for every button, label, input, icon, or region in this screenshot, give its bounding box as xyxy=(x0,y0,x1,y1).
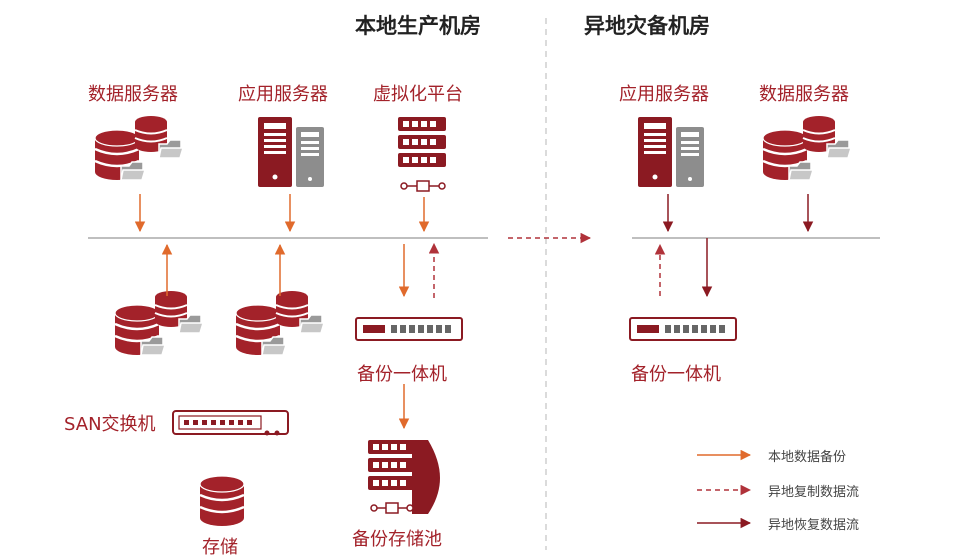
local-backup-appliance-icon xyxy=(355,317,463,341)
local-section-title: 本地生产机房 xyxy=(355,14,481,38)
virtualization-platform-icon xyxy=(398,117,446,192)
local-data-server-label: 数据服务器 xyxy=(88,84,178,105)
remote-section-title: 异地灾备机房 xyxy=(584,14,710,38)
storage-icon xyxy=(198,474,246,528)
virt-platform-label: 虚拟化平台 xyxy=(373,84,463,105)
remote-data-server-icon xyxy=(763,116,851,180)
storage-db-icon-2 xyxy=(236,291,324,355)
san-switch-icon xyxy=(172,410,289,436)
backup-pool-icon xyxy=(368,440,440,514)
local-app-server-label: 应用服务器 xyxy=(238,84,328,105)
remote-app-server-label: 应用服务器 xyxy=(619,84,709,105)
local-data-server-icon xyxy=(95,116,183,180)
remote-data-server-label: 数据服务器 xyxy=(759,84,849,105)
legend-restore-label: 异地恢复数据流 xyxy=(768,518,860,533)
local-app-server-icon xyxy=(258,117,324,187)
remote-backup-appliance-icon xyxy=(629,317,737,341)
remote-app-server-icon xyxy=(638,117,704,187)
legend-local-backup-label: 本地数据备份 xyxy=(768,450,847,465)
storage-db-icon-1 xyxy=(115,291,203,355)
backup-pool-label: 备份存储池 xyxy=(352,529,442,550)
local-backup-appliance-label: 备份一体机 xyxy=(357,364,447,385)
san-switch-label: SAN交换机 xyxy=(64,414,156,435)
storage-label: 存储 xyxy=(202,537,238,558)
legend-replication-label: 异地复制数据流 xyxy=(768,485,860,500)
remote-backup-appliance-label: 备份一体机 xyxy=(631,364,721,385)
